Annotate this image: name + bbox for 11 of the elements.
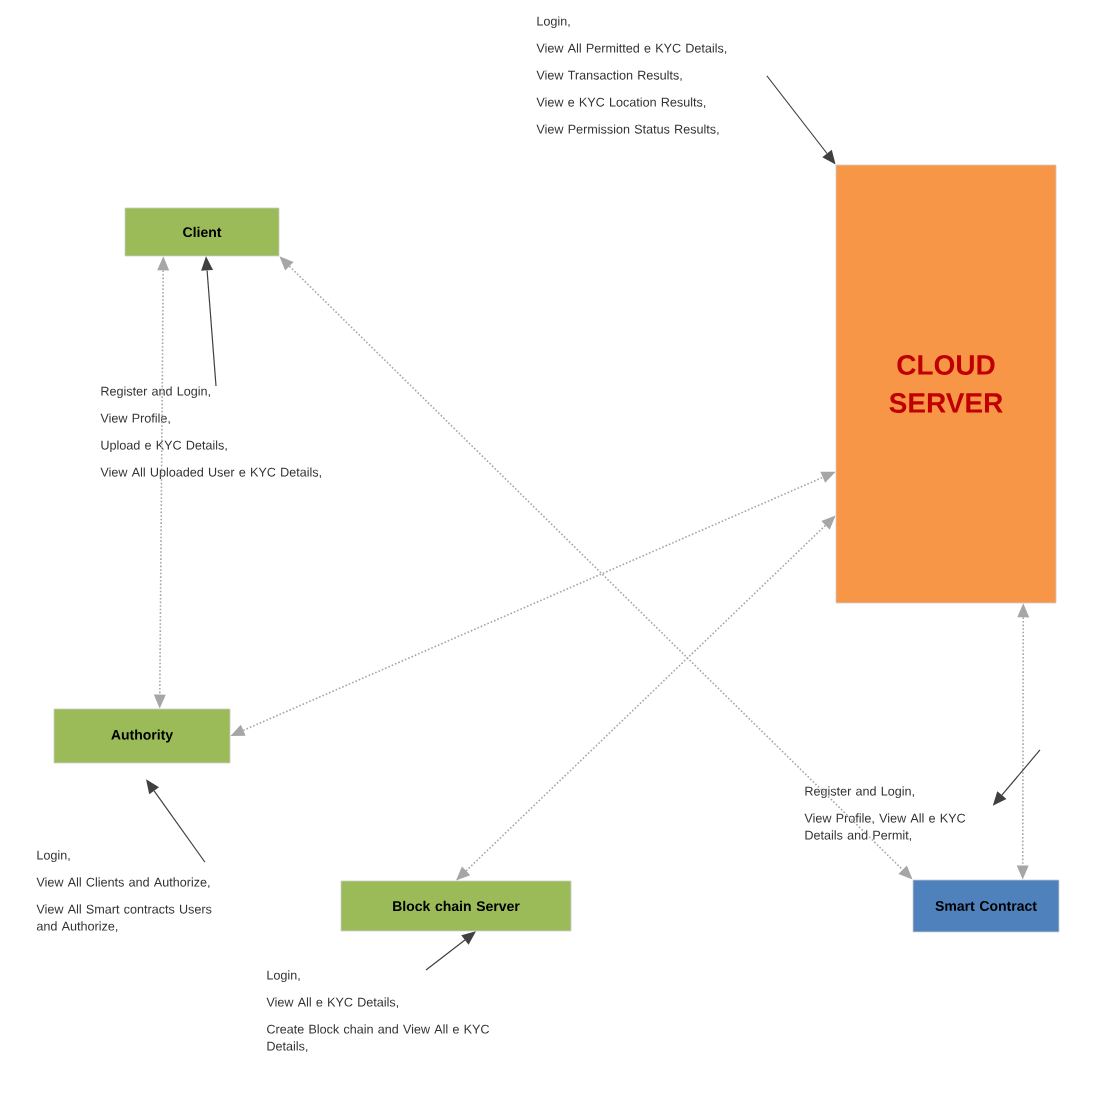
server-box: CLOUD SERVER [835,164,1057,604]
leader-line [146,779,206,863]
connector [230,471,836,736]
connector [153,256,170,709]
connector [456,515,836,881]
connector [279,256,913,880]
leader-line [201,256,217,387]
connector [1016,603,1030,880]
leader-line [425,931,476,971]
leader-line [766,75,836,165]
leader-line [992,749,1041,806]
